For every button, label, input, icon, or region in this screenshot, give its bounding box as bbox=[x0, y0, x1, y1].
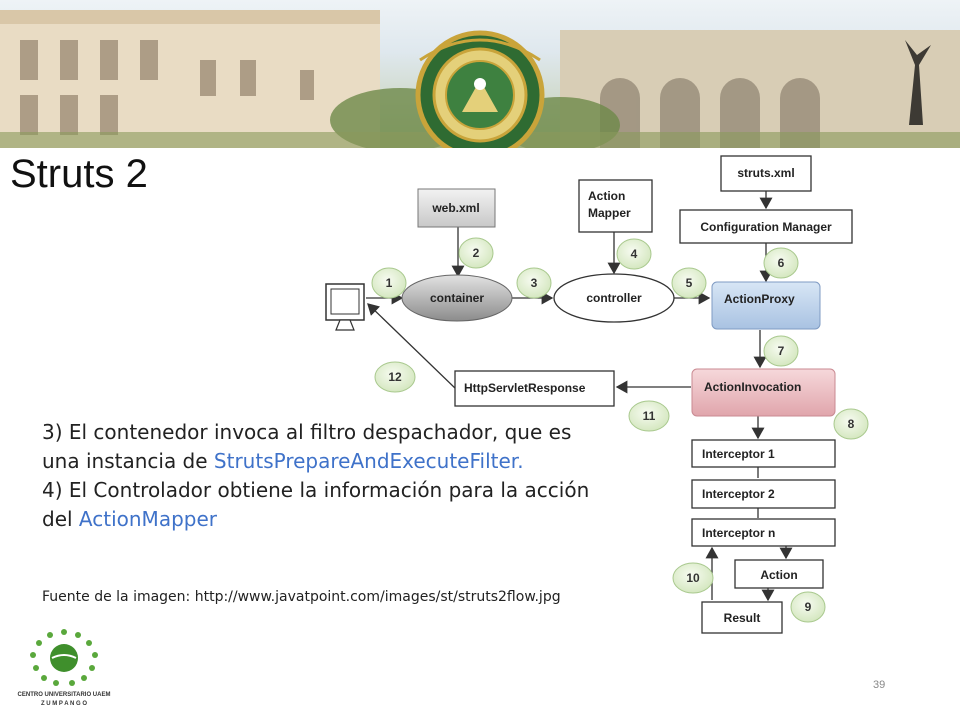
client-computer-icon bbox=[325, 283, 365, 331]
step-badge-1: 1 bbox=[371, 267, 407, 299]
flow-connectors bbox=[366, 191, 793, 602]
step-badge-4: 4 bbox=[616, 238, 652, 270]
step-badge-6: 6 bbox=[763, 247, 799, 279]
box-action-mapper-label-2: Mapper bbox=[588, 206, 631, 220]
box-action: Action bbox=[734, 559, 824, 589]
box-result-label: Result bbox=[724, 611, 761, 625]
box-action-label: Action bbox=[760, 568, 797, 582]
box-action-invocation-label: ActionInvocation bbox=[704, 380, 801, 394]
box-http-servlet-response-label: HttpServletResponse bbox=[464, 381, 586, 395]
svg-text:8: 8 bbox=[848, 417, 855, 431]
slide-body: 3) El contenedor invoca al filtro despac… bbox=[42, 418, 602, 534]
banner-image bbox=[0, 10, 960, 148]
svg-text:9: 9 bbox=[805, 600, 812, 614]
step-badge-8: 8 bbox=[833, 408, 869, 440]
box-interceptor-1-label: Interceptor 1 bbox=[702, 447, 775, 461]
box-interceptor-1: Interceptor 1 bbox=[691, 439, 836, 468]
svg-text:10: 10 bbox=[686, 571, 700, 585]
image-source-caption: Fuente de la imagen: http://www.javatpoi… bbox=[42, 589, 561, 605]
page-number: 39 bbox=[873, 679, 886, 691]
step-badge-5: 5 bbox=[671, 267, 707, 299]
svg-text:4: 4 bbox=[631, 247, 638, 261]
paragraph-4: 4) El Controlador obtiene la información… bbox=[42, 478, 590, 531]
svg-text:12: 12 bbox=[388, 370, 402, 384]
svg-text:7: 7 bbox=[778, 344, 785, 358]
box-struts-xml-label: struts.xml bbox=[737, 166, 794, 180]
box-action-mapper-label-1: Action bbox=[588, 189, 625, 203]
box-web-xml-label: web.xml bbox=[431, 201, 479, 215]
box-http-servlet-response: HttpServletResponse bbox=[454, 370, 615, 407]
box-interceptor-2-label: Interceptor 2 bbox=[702, 487, 775, 501]
step-badge-2: 2 bbox=[458, 237, 494, 269]
box-container: container bbox=[401, 274, 513, 322]
box-action-mapper: Action Mapper bbox=[578, 179, 653, 233]
svg-text:11: 11 bbox=[643, 409, 656, 423]
box-interceptor-n-label: Interceptor n bbox=[702, 526, 775, 540]
box-interceptor-n: Interceptor n bbox=[691, 518, 836, 547]
centro-universitario-logo: CENTRO UNIVERSITARIO UAEM Z U M P A N G … bbox=[18, 629, 111, 707]
box-web-xml: web.xml bbox=[417, 188, 496, 228]
box-configuration-manager: Configuration Manager bbox=[679, 209, 853, 244]
step-badge-12: 12 bbox=[374, 361, 416, 393]
box-struts-xml: struts.xml bbox=[720, 155, 812, 192]
box-action-proxy: ActionProxy bbox=[711, 281, 821, 330]
box-controller-label: controller bbox=[586, 291, 642, 305]
slide-title: Struts 2 bbox=[10, 152, 148, 196]
box-action-proxy-label: ActionProxy bbox=[724, 292, 795, 306]
box-action-invocation: ActionInvocation bbox=[691, 368, 836, 417]
paragraph-3: 3) El contenedor invoca al filtro despac… bbox=[42, 420, 572, 473]
step-badge-7: 7 bbox=[763, 335, 799, 367]
step-badge-9: 9 bbox=[790, 591, 826, 623]
svg-text:Z U M P A N G O: Z U M P A N G O bbox=[41, 701, 87, 707]
box-interceptor-2: Interceptor 2 bbox=[691, 479, 836, 509]
box-configuration-manager-label: Configuration Manager bbox=[700, 220, 832, 234]
box-container-label: container bbox=[430, 291, 484, 305]
svg-text:3: 3 bbox=[531, 276, 538, 290]
step-badge-11: 11 bbox=[628, 400, 670, 432]
university-seal bbox=[415, 30, 545, 148]
step-badge-10: 10 bbox=[672, 562, 714, 594]
svg-text:5: 5 bbox=[686, 276, 693, 290]
box-result: Result bbox=[701, 601, 783, 634]
statue bbox=[905, 40, 931, 125]
svg-text:2: 2 bbox=[473, 246, 480, 260]
highlight-action-mapper: ActionMapper bbox=[78, 507, 217, 531]
box-controller: controller bbox=[553, 273, 675, 323]
svg-text:CENTRO UNIVERSITARIO UAEM: CENTRO UNIVERSITARIO UAEM bbox=[18, 692, 111, 698]
svg-text:1: 1 bbox=[386, 276, 393, 290]
svg-text:6: 6 bbox=[778, 256, 785, 270]
highlight-struts-filter: StrutsPrepareAndExecuteFilter bbox=[213, 449, 518, 473]
header-banner bbox=[0, 0, 960, 148]
step-badge-3: 3 bbox=[516, 267, 552, 299]
